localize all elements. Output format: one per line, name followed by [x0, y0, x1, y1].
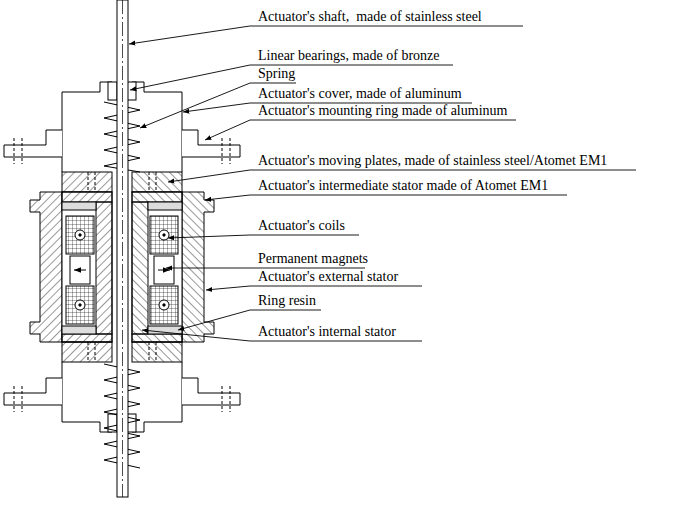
actuator-half-mirror [127, 82, 240, 432]
ring-resin [62, 326, 96, 334]
moving-plate [62, 342, 112, 362]
magnet [70, 256, 90, 284]
bearing [108, 82, 117, 100]
part-label: Actuator's cover, made of aluminum [258, 86, 462, 102]
mounting-ring [4, 130, 62, 157]
part-label: Ring resin [258, 293, 316, 309]
bolt-line [14, 386, 15, 412]
internal-stator [96, 202, 112, 334]
leader-line [129, 26, 523, 44]
mounting-ring [4, 378, 62, 405]
part-label: Linear bearings, made of bronze [258, 48, 440, 64]
coil-symbol [79, 304, 81, 306]
shaft [117, 0, 128, 497]
coil [66, 216, 94, 254]
leader-line [205, 120, 516, 140]
bolt-line [22, 386, 23, 412]
intermediate-stator [62, 334, 112, 342]
center-line [122, 0, 123, 497]
leader-line [168, 235, 359, 238]
part-label: Spring [258, 66, 295, 82]
part-label: Actuator's external stator [258, 269, 398, 285]
bolt-line [22, 138, 23, 164]
part-label: Actuator's moving plates, made of stainl… [258, 153, 607, 169]
part-label: Actuator's mounting ring made of aluminu… [258, 103, 507, 119]
coil [66, 286, 94, 324]
part-label: Permanent magnets [258, 251, 368, 267]
intermediate-stator [62, 192, 112, 202]
leader-line [166, 268, 365, 269]
leader-line [205, 195, 567, 200]
part-label: Actuator's internal stator [258, 324, 396, 340]
screw-line [88, 342, 89, 362]
actuator-half [4, 82, 117, 432]
coil-symbol [75, 230, 85, 240]
ring-resin [62, 202, 96, 210]
external-stator [30, 192, 62, 342]
bolt-line [14, 138, 15, 164]
screw-line [95, 172, 96, 192]
leader-line [206, 286, 422, 290]
moving-plate [62, 172, 112, 192]
screw-line [88, 172, 89, 192]
cover [62, 82, 112, 172]
stator-box [62, 192, 112, 342]
part-label: Actuator's shaft, made of stainless stee… [258, 9, 482, 25]
coil-symbol [75, 300, 85, 310]
part-label: Actuator's intermediate stator made of A… [258, 178, 548, 194]
coil-symbol [79, 234, 81, 236]
leaders [129, 26, 636, 341]
part-label: Actuator's coils [258, 218, 345, 234]
magnet-arrow [74, 270, 86, 271]
cover [62, 362, 112, 432]
screw-line [95, 342, 96, 362]
